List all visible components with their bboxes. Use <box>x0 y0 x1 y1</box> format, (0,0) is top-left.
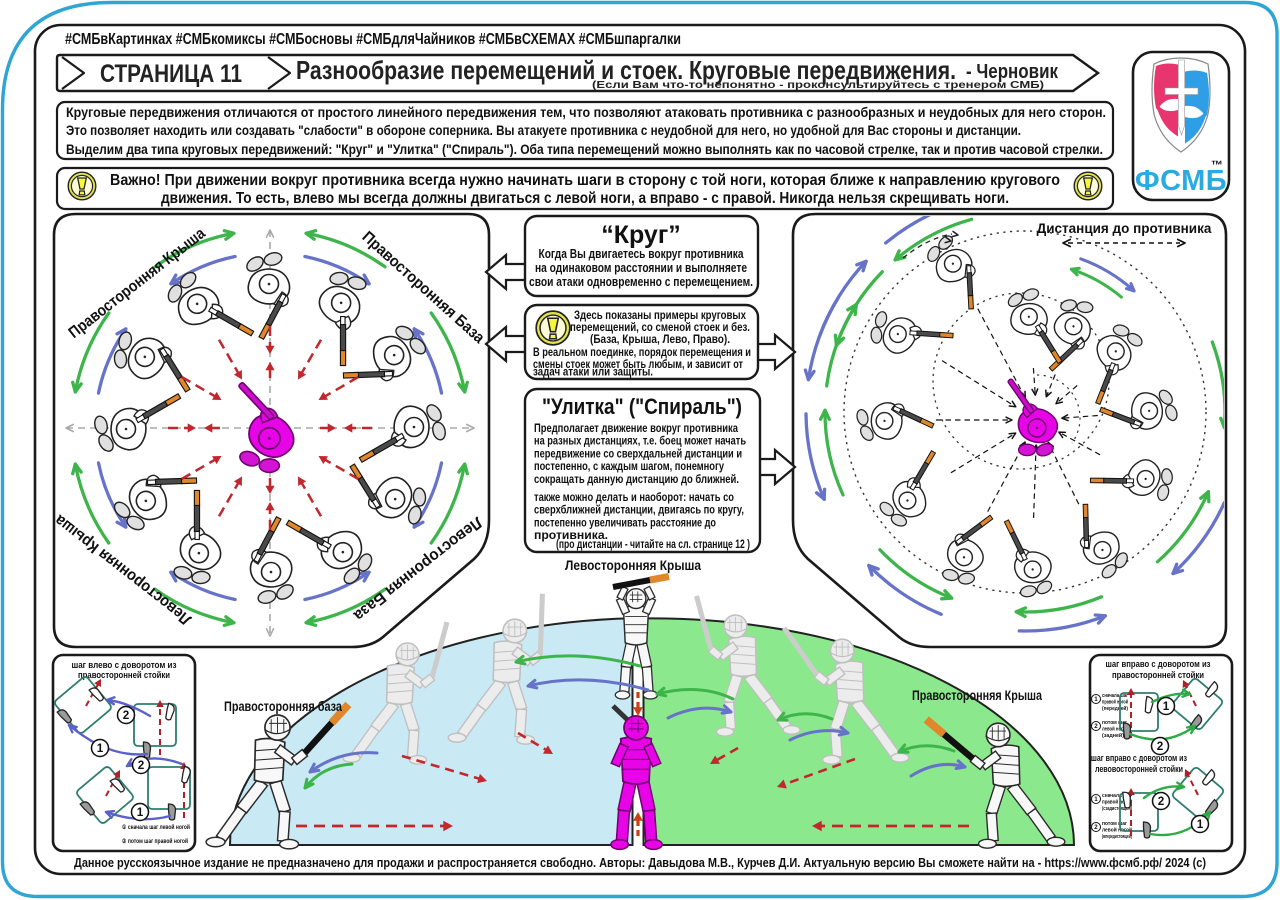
svg-text:(передней): (передней) <box>1102 705 1128 712</box>
svg-text:1: 1 <box>1197 818 1204 831</box>
svg-text:потом шаг: потом шаг <box>1102 821 1128 827</box>
svg-text:#СМБвКартинках #СМБкомиксы #СМ: #СМБвКартинках #СМБкомиксы #СМБосновы #С… <box>65 31 681 48</box>
svg-text:(База, Крыша, Лево, Право).: (База, Крыша, Лево, Право). <box>590 334 730 346</box>
svg-text:ФСМБ: ФСМБ <box>1135 165 1227 197</box>
svg-text:постепенно, с каждым шагом, по: постепенно, с каждым шагом, понемногу <box>534 459 724 473</box>
svg-text:Это позволяет находить или соз: Это позволяет находить или создавать "сл… <box>66 122 1021 138</box>
svg-text:1: 1 <box>137 806 144 819</box>
svg-text:2: 2 <box>1157 740 1164 753</box>
svg-text:Когда Вы двигаетесь вокруг про: Когда Вы двигаетесь вокруг противника <box>539 246 745 261</box>
svg-text:левовосторонней стойки: левовосторонней стойки <box>1095 764 1183 774</box>
svg-text:правосторонней стойки: правосторонней стойки <box>78 670 170 680</box>
svg-text:① сначала шаг левой ногой: ① сначала шаг левой ногой <box>122 824 190 831</box>
svg-text:(впередистоящей): (впередистоящей) <box>1102 833 1132 840</box>
svg-text:противника.: противника. <box>534 528 608 542</box>
svg-text:(Если Вам что-то непонятно -: (Если Вам что-то непонятно - проконсульт… <box>592 79 1044 91</box>
svg-text:передвижение со сверхдальней д: передвижение со сверхдальней дистанции и <box>534 446 742 460</box>
svg-text:СТРАНИЦА 11: СТРАНИЦА 11 <box>100 60 242 88</box>
svg-text:Правосторонняя Крыша: Правосторонняя Крыша <box>912 688 1042 703</box>
svg-text:Дистанция до противника: Дистанция до противника <box>1037 221 1212 236</box>
svg-text:(сзадистоящей): (сзадистоящей) <box>1102 805 1132 812</box>
svg-text:② потом шаг правой ногой: ② потом шаг правой ногой <box>122 838 188 845</box>
svg-text:шаг влево с доворотом из: шаг влево с доворотом из <box>72 660 177 670</box>
svg-text:- Черновик: - Черновик <box>966 61 1059 83</box>
svg-text:потом шаг: потом шаг <box>1102 720 1128 726</box>
svg-text:1: 1 <box>97 742 104 755</box>
svg-text:сначала шаг: сначала шаг <box>1102 693 1129 699</box>
svg-text:Предполагает движение вокруг п: Предполагает движение вокруг противника <box>534 421 738 435</box>
svg-text:Здесь показаны примеры круговы: Здесь показаны примеры круговых <box>574 310 746 322</box>
svg-text:левой ногой: левой ногой <box>1102 726 1128 733</box>
svg-text:Выделим два типа круговых пере: Выделим два типа круговых передвижений: … <box>66 141 1103 157</box>
svg-text:правой ногой: правой ногой <box>1102 699 1128 706</box>
svg-text:Левосторонняя Крыша: Левосторонняя Крыша <box>565 558 701 573</box>
svg-text:перемещений, со сменой стоек: перемещений, со сменой стоек и без. <box>570 322 750 334</box>
svg-text:Разнообразие перемещений и сто: Разнообразие перемещений и стоек. Кругов… <box>296 55 956 85</box>
svg-text:1: 1 <box>1094 796 1098 803</box>
svg-text:правосторонней стойки: правосторонней стойки <box>1112 670 1204 680</box>
svg-text:шаг вправо с доворотом из: шаг вправо с доворотом из <box>1091 753 1187 763</box>
svg-text:2: 2 <box>1158 795 1165 808</box>
svg-text:на разных дистанциях, т.е. бое: на разных дистанциях, т.е. боец может на… <box>534 434 746 448</box>
svg-text:"Улитка" ("Спираль"): "Улитка" ("Спираль") <box>542 394 742 419</box>
svg-text:2: 2 <box>1094 723 1098 730</box>
svg-text:шаг вправо с доворотом из: шаг вправо с доворотом из <box>1106 659 1211 669</box>
svg-text:сокращать данную дистанцию до: сокращать данную дистанцию до ближней. <box>534 472 739 486</box>
svg-text:смены стоек может быть любым,: смены стоек может быть любым, и зависит … <box>533 359 743 371</box>
svg-text:В реальном поединке, порядок п: В реальном поединке, порядок перемещения… <box>533 347 751 359</box>
svg-text:™: ™ <box>1211 158 1223 172</box>
svg-text:“Круг”: “Круг” <box>601 221 681 249</box>
svg-text:на одинаковом расстоянии и вып: на одинаковом расстоянии и выполняете <box>535 260 747 275</box>
svg-text:1: 1 <box>1094 696 1098 703</box>
svg-text:сначала шаг: сначала шаг <box>1102 793 1133 799</box>
svg-text:(задней): (задней) <box>1102 732 1124 739</box>
svg-text:свои атаки одновременно с пере: свои атаки одновременно с перемещением. <box>529 274 753 289</box>
svg-text:Важно! При движении вокруг пр: Важно! При движении вокруг противника вс… <box>110 172 1060 189</box>
svg-text:1: 1 <box>1163 700 1170 713</box>
svg-text:2: 2 <box>138 759 145 772</box>
svg-text:Правосторонняя база: Правосторонняя база <box>224 699 342 714</box>
svg-text:задач атаки или защиты.: задач атаки или защиты. <box>533 367 653 379</box>
svg-text:левой ногой: левой ногой <box>1102 827 1132 834</box>
svg-text:Круговые передвижения отличают: Круговые передвижения отличаются от прос… <box>66 104 1106 120</box>
svg-text:(про дистанции - читайте на сл: (про дистанции - читайте на сл. странице… <box>556 539 750 551</box>
svg-text:сверхближней дистанции, двигая: сверхближней дистанции, двигаясь по круг… <box>534 503 744 517</box>
svg-text:2: 2 <box>1094 824 1098 831</box>
svg-text:движения. То есть, влево мы вс: движения. То есть, влево мы всегда должн… <box>161 190 1009 207</box>
svg-text:правой ногой: правой ногой <box>1102 799 1132 806</box>
svg-text:постепенно увеличивать расстоя: постепенно увеличивать расстояние до <box>534 515 716 529</box>
svg-text:2: 2 <box>123 709 130 722</box>
svg-text:также можно делать и наоборот:: также можно делать и наоборот: начать со <box>534 490 734 504</box>
svg-text:Данное русскоязычное издание: Данное русскоязычное издание не предназн… <box>74 855 1206 870</box>
